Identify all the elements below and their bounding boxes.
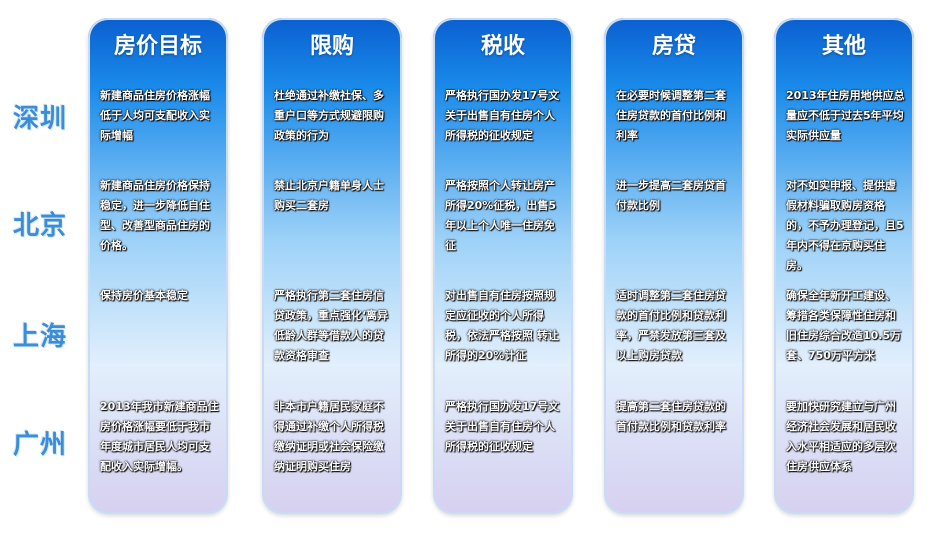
cell-beijing: 对不如实申报、提供虚假材料骗取购房资格的，不予办理登记，且5年内不得在京购买住房…	[786, 179, 904, 272]
cell-guangzhou: 2013年我市新建商品住房价格涨幅要低于我市年度城市居民人均可支配收入实际增幅。	[100, 400, 219, 473]
city-label-shanghai: 上海	[12, 322, 67, 352]
cell-shenzhen: 严格执行国办发17号文关于出售自有住房个人所得税的征收规定	[445, 89, 560, 142]
column-title: 限购	[309, 34, 354, 59]
cell-guangzhou: 非本市户籍居民家庭不得通过补缴个人所得税缴纳证明或社会保险缴纳证明购买住房	[274, 400, 384, 473]
cell-beijing: 禁止北京户籍单身人士购买二套房	[274, 179, 384, 212]
city-label-guangzhou: 广州	[12, 430, 67, 460]
column-price-target: 房价目标 新建商品住房价格涨幅低于人均可支配收入实际增幅 新建商品住房价格保持稳…	[88, 18, 228, 514]
cell-shanghai: 保持房价基本稳定	[100, 289, 188, 302]
column-other: 其他 2013年住房用地供应总量应不低于过去5年平均实际供应量 对不如实申报、提…	[774, 18, 914, 514]
column-title: 房价目标	[113, 34, 202, 59]
column-title: 其他	[821, 34, 866, 59]
cell-guangzhou: 严格执行国办发17号文关于出售自有住房个人所得税的征收规定	[445, 400, 560, 453]
city-label-beijing: 北京	[12, 211, 67, 241]
cell-shenzhen: 杜绝通过补缴社保、多重户口等方式规避限购政策的行为	[274, 89, 384, 142]
cell-shanghai: 适时调整第二套住房贷款的首付比例和贷款利率，严禁发放第三套及以上购房贷款	[616, 289, 726, 362]
cell-beijing: 严格按照个人转让房产所得20%征税，出售5年以上个人唯一住房免征	[445, 179, 556, 252]
cell-shenzhen: 2013年住房用地供应总量应不低于过去5年平均实际供应量	[786, 89, 905, 142]
cell-beijing: 新建商品住房价格保持稳定，进一步降低自住型、改善型商品住房的价格。	[100, 179, 210, 252]
cell-guangzhou: 要加快研究建立与广州经济社会发展和居民收入水平相适应的多层次住房供应体系	[786, 400, 896, 473]
cell-shanghai: 严格执行第二套住房信贷政策，重点强化‘离异低龄人群等借款人的贷款资格审查	[274, 289, 389, 362]
cell-shenzhen: 新建商品住房价格涨幅低于人均可支配收入实际增幅	[100, 89, 210, 142]
column-purchase-restriction: 限购 杜绝通过补缴社保、多重户口等方式规避限购政策的行为 禁止北京户籍单身人士购…	[262, 18, 402, 514]
city-label-shenzhen: 深圳	[12, 104, 67, 134]
column-title: 税收	[480, 34, 525, 59]
cell-guangzhou: 提高第二套住房贷款的首付款比例和贷款利率	[616, 400, 726, 433]
cell-shenzhen: 在必要时候调整第二套住房贷款的首付比例和利率	[616, 89, 726, 142]
column-mortgage: 房贷 在必要时候调整第二套住房贷款的首付比例和利率 进一步提高二套房贷首付款比例…	[604, 18, 744, 514]
column-title: 房贷	[651, 34, 696, 59]
cell-shanghai: 确保全年新开工建设、筹措各类保障性住房和旧住房综合改造10.5万套、750万平方…	[786, 289, 902, 362]
cell-beijing: 进一步提高二套房贷首付款比例	[616, 179, 726, 212]
cell-shanghai: 对出售自有住房按照规定应征收的个人所得税，依法严格按照 转让所得的20%计征	[445, 289, 559, 362]
column-tax: 税收 严格执行国办发17号文关于出售自有住房个人所得税的征收规定 严格按照个人转…	[433, 18, 573, 514]
